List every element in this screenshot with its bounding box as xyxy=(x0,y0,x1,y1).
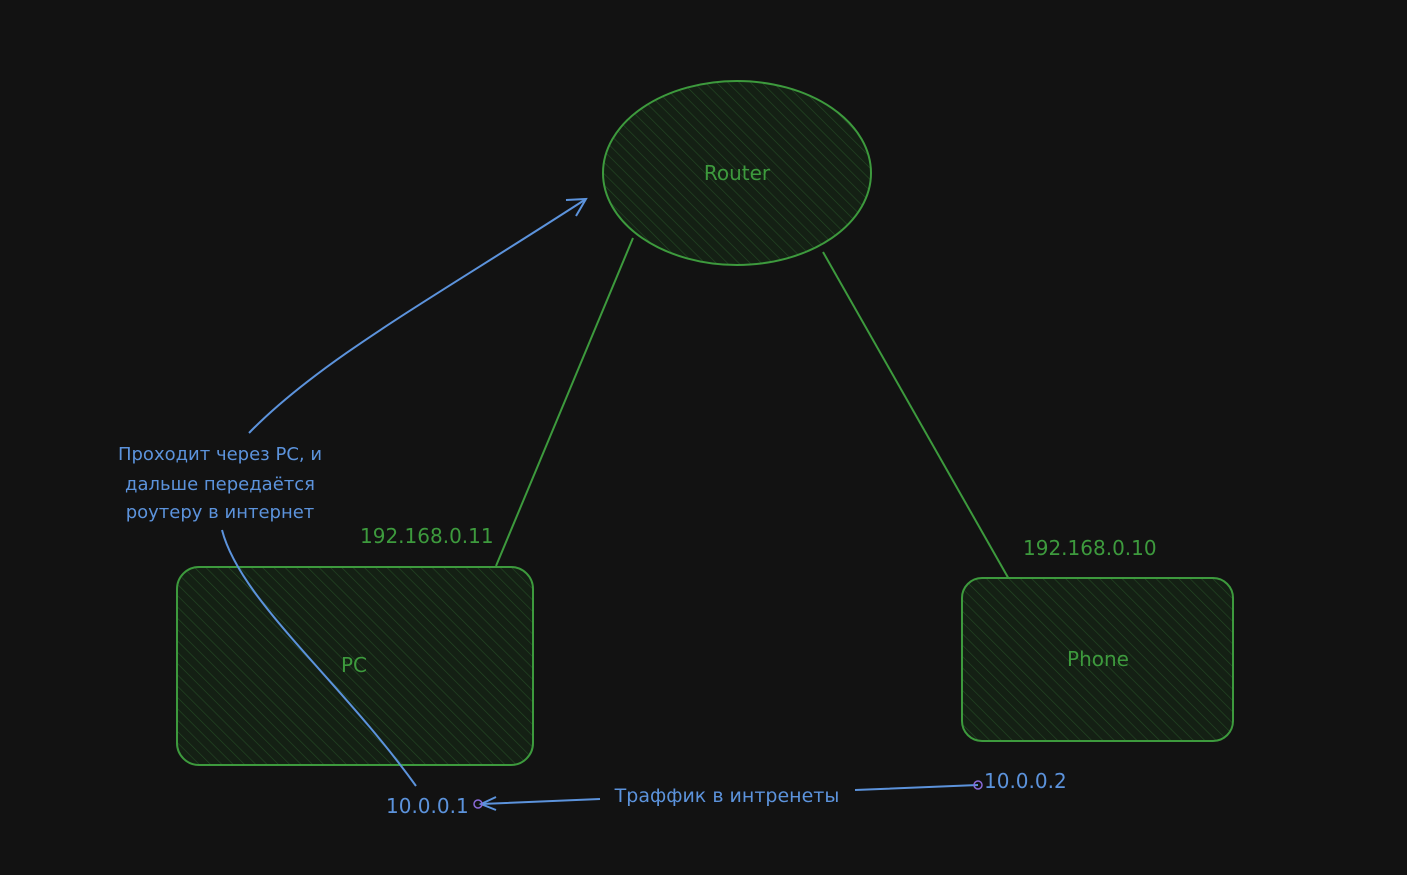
arrowhead-icon xyxy=(478,796,497,811)
phone-node[interactable] xyxy=(961,577,1234,742)
phone-ip: 192.168.0.10 xyxy=(1023,536,1157,560)
pc-note-line-2: дальше передаётся xyxy=(125,474,315,495)
pc-note-line-1: Проходит через PC, и xyxy=(118,444,322,465)
pc-inner-ip: 10.0.0.1 xyxy=(386,794,469,818)
line-note-to-inner-ip[interactable] xyxy=(221,529,417,787)
pc-note-line-3: роутеру в интернет xyxy=(126,502,315,523)
router-node[interactable] xyxy=(602,80,872,266)
pc-ip: 192.168.0.11 xyxy=(360,524,494,548)
phone-label: Phone xyxy=(1067,647,1129,671)
pc-label: PC xyxy=(341,653,367,677)
router-label: Router xyxy=(704,161,771,185)
traffic-arrow[interactable] xyxy=(480,784,979,805)
arrow-to-router[interactable] xyxy=(248,198,587,434)
phone-inner-ip: 10.0.0.2 xyxy=(984,769,1067,793)
arrow-end-dot xyxy=(473,799,483,809)
link-phone-router[interactable] xyxy=(822,251,1011,582)
arrowhead-icon xyxy=(565,197,588,217)
arrow-start-dot xyxy=(973,780,983,790)
pc-node[interactable] xyxy=(176,566,534,766)
link-pc-router[interactable] xyxy=(495,237,634,567)
traffic-label: Траффик в интренеты xyxy=(614,785,840,807)
